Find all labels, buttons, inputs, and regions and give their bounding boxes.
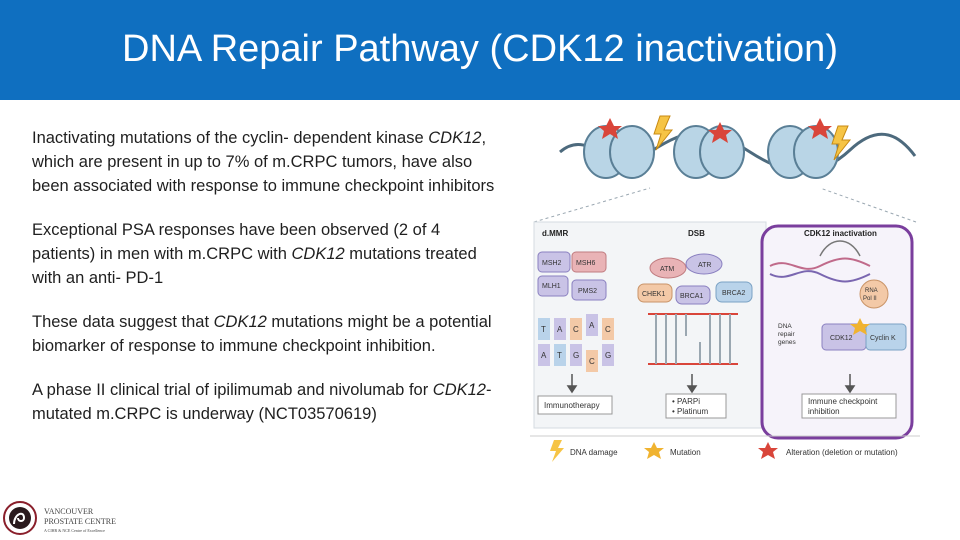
alteration-icon [598,118,622,139]
gene-name: CDK12 [213,313,267,331]
svg-text:PMS2: PMS2 [578,288,597,295]
dsb-ladder [648,313,738,365]
title-bar: DNA Repair Pathway (CDK12 inactivation) [0,0,960,100]
svg-text:VANCOUVER: VANCOUVER [44,507,94,516]
paragraph-text: mutations treated with an anti- PD-1 [32,245,477,287]
alteration-icon [758,442,778,459]
paragraph: A phase II clinical trial of ipilimumab … [32,378,502,426]
svg-text:MSH6: MSH6 [576,260,596,267]
svg-text:• PARPi: • PARPi [672,397,700,406]
cdk12-illustration: RNA Pol II DNA repair genes CDK12 Cyclin… [769,240,907,351]
paragraph: These data suggest that CDK12 mutations … [32,310,502,358]
gene-name: CDK12 [428,129,482,147]
base-letter: T [557,351,562,360]
svg-text:inhibition: inhibition [808,407,840,416]
vancouver-prostate-centre-logo: VANCOUVER PROSTATE CENTRE A CIHR & NCE C… [3,501,116,535]
paragraph: Exceptional PSA responses have been obse… [32,218,502,290]
figure-legend: DNA damage Mutation Alteration (deletion… [530,435,920,462]
svg-text:Immunotherapy: Immunotherapy [544,401,600,410]
svg-text:ATM: ATM [660,266,674,273]
svg-text:Immune checkpoint: Immune checkpoint [808,397,878,406]
svg-text:MLH1: MLH1 [542,283,561,290]
base-letter: A [557,325,563,334]
outcome-boxes: Immunotherapy • PARPi • Platinum Immune … [537,393,897,419]
svg-text:CHEK1: CHEK1 [642,291,665,298]
gene-name: CDK12 [432,381,486,399]
svg-text:A CIHR & NCE Centre of Excelle: A CIHR & NCE Centre of Excellence [44,528,105,533]
svg-text:Pol II: Pol II [863,296,877,302]
svg-text:BRCA2: BRCA2 [722,290,745,297]
paragraph-text: -mutated m.CRPC is underway (NCT03570619… [32,381,492,423]
gene-name: CDK12 [291,245,345,263]
svg-text:ATR: ATR [698,262,711,269]
base-letter: A [541,351,547,360]
paragraph-text: Exceptional PSA responses have been obse… [32,221,441,263]
alteration-icon [808,118,832,139]
paragraph-text: A phase II clinical trial of ipilimumab … [32,381,433,399]
svg-text:Mutation: Mutation [670,448,701,457]
svg-text:RNA: RNA [865,288,878,294]
dsb-heading: DSB [688,229,705,238]
paragraph: Inactivating mutations of the cyclin- de… [32,126,502,198]
svg-text:CDK12: CDK12 [830,335,853,342]
outcome-arrows [566,374,856,394]
lightning-icon [653,115,674,151]
svg-text:genes: genes [778,339,796,346]
svg-text:Cyclin K: Cyclin K [870,335,896,342]
chromatin-illustration [533,115,917,223]
dmmr-heading: d.MMR [542,229,568,238]
paragraph-text: These data suggest that [32,313,214,331]
cdk12-heading: CDK12 inactivation [804,229,877,238]
svg-text:PROSTATE CENTRE: PROSTATE CENTRE [44,517,116,526]
svg-text:MSH2: MSH2 [542,260,562,267]
star-icon [644,442,664,459]
slide-title: DNA Repair Pathway (CDK12 inactivation) [122,28,838,70]
lightning-icon [831,125,852,161]
dna-repair-figure: d.MMR DSB CDK12 inactivation MSH2 MSH6 M… [530,115,920,462]
dsb-proteins: ATM ATR CHEK1 BRCA1 BRCA2 [637,253,753,305]
svg-text:Alteration (deletion or mutati: Alteration (deletion or mutation) [786,448,898,457]
svg-text:repair: repair [778,331,795,338]
base-letter: C [573,325,579,334]
base-letter: C [589,357,595,366]
svg-text:• Platinum: • Platinum [672,407,708,416]
base-letter: A [589,321,595,330]
paragraph-text: mutations might be a potential biomarker… [32,313,492,355]
svg-text:DNA damage: DNA damage [570,448,618,457]
svg-text:DNA: DNA [778,323,792,330]
paragraph-text: Inactivating mutations of the cyclin- de… [32,129,429,147]
svg-text:BRCA1: BRCA1 [680,293,703,300]
dmmr-proteins: MSH2 MSH6 MLH1 PMS2 [537,251,607,301]
base-pairs: T A C A C A T G C G [538,314,614,372]
base-letter: G [605,351,611,360]
lightning-icon [550,440,564,462]
base-letter: G [573,351,579,360]
base-letter: C [605,325,611,334]
paragraph-text: , which are present in up to 7% of m.CRP… [32,129,495,195]
body-text: Inactivating mutations of the cyclin- de… [32,126,502,446]
base-letter: T [541,325,546,334]
alteration-icon [708,122,732,143]
